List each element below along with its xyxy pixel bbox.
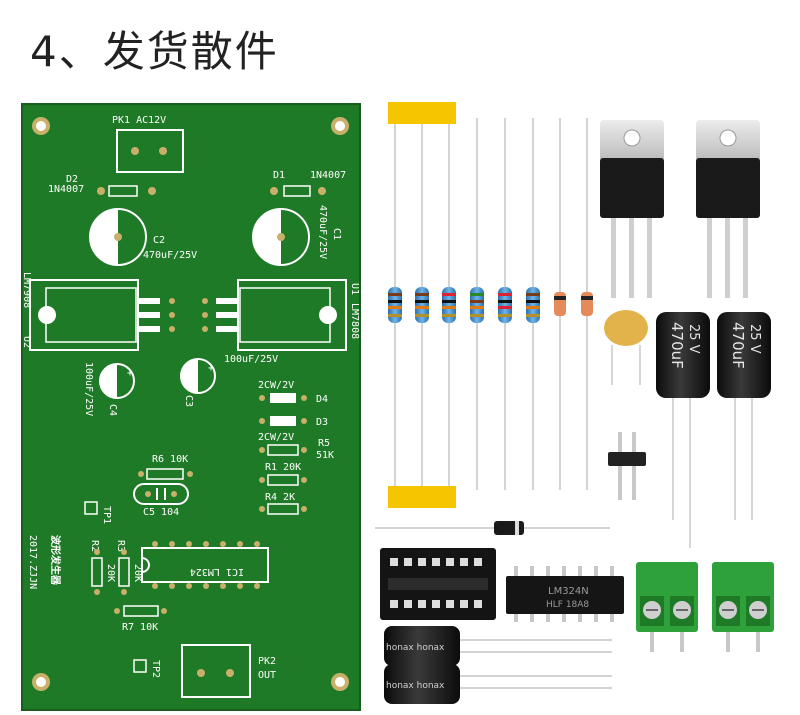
svg-text:R3: R3 [115, 540, 126, 552]
lm324-chip: LM324N HLF 18A8 [506, 566, 624, 622]
ceramic-capacitor [604, 310, 648, 385]
r6-footprint: R6 10K [138, 454, 193, 480]
electrolytic-capacitor-small-2: honax honax [384, 664, 612, 704]
board-year-text: 2017.ZJJN [27, 535, 38, 589]
pk2-footprint: PK2 OUT [181, 644, 276, 698]
r1-footprint: R1 20K [259, 462, 307, 486]
pcb-board: PK1 AC12V D2 1N4007 D1 1N4007 C2 470uF/2… [21, 103, 361, 711]
regulator-1 [600, 120, 664, 298]
svg-text:2CW/2V: 2CW/2V [258, 380, 294, 391]
svg-text:U1: U1 [349, 283, 360, 295]
svg-text:25 V: 25 V [686, 324, 701, 354]
u1-footprint: U1 LM7808 [202, 279, 360, 351]
pk1-label: PK1 AC12V [112, 115, 166, 126]
svg-text:HLF 18A8: HLF 18A8 [546, 600, 589, 610]
loose-diode [375, 521, 610, 535]
svg-text:R1 20K: R1 20K [265, 462, 301, 473]
svg-text:R2: R2 [89, 540, 100, 552]
svg-text:IC1 LM324: IC1 LM324 [190, 566, 244, 577]
c2-footprint: C2 470uF/25V [89, 208, 197, 266]
svg-text:R6 10K: R6 10K [152, 454, 188, 465]
page-title: 4、发货散件 [30, 27, 279, 76]
c3-footprint: + C3 [180, 358, 216, 407]
ic-socket [380, 548, 496, 620]
regulator-2 [696, 120, 760, 298]
r3-footprint: R3 20K [115, 540, 143, 595]
svg-text:LM7908: LM7908 [21, 272, 32, 308]
svg-text:470uF/25V: 470uF/25V [143, 250, 197, 261]
svg-text:R4 2K: R4 2K [265, 492, 295, 503]
tp1-footprint: TP1 [84, 501, 112, 524]
tp2-footprint: TP2 [133, 659, 161, 678]
svg-text:1N4007: 1N4007 [48, 184, 84, 195]
d1-footprint: D1 1N4007 [270, 170, 346, 197]
u2-footprint: LM7908 U2 [21, 272, 175, 351]
svg-text:honax honax: honax honax [386, 643, 445, 653]
svg-text:C5 104: C5 104 [143, 507, 179, 518]
svg-text:TP1: TP1 [101, 506, 112, 524]
svg-text:D1: D1 [273, 170, 285, 181]
svg-text:2CW/2V: 2CW/2V [258, 432, 294, 443]
pin-header [608, 432, 646, 500]
r7-footprint: R7 10K [114, 605, 167, 633]
svg-text:C1: C1 [331, 228, 342, 240]
svg-text:20K: 20K [132, 564, 143, 582]
svg-text:470uF: 470uF [729, 322, 747, 369]
pk1-footprint: PK1 AC12V [112, 115, 184, 173]
board-name-text: 波形发生器 [49, 535, 62, 586]
svg-text:1N4007: 1N4007 [310, 170, 346, 181]
svg-text:C3: C3 [183, 395, 194, 407]
svg-text:PK2: PK2 [258, 656, 276, 667]
d4-footprint: 2CW/2V D4 [258, 380, 328, 405]
screw-terminal-1 [636, 562, 698, 652]
c1-footprint: 470uF/25V C1 [252, 205, 342, 266]
svg-text:D3: D3 [316, 417, 328, 428]
tape-bottom [388, 486, 456, 508]
electrolytic-capacitor-large-1: 470uF 25 V [656, 312, 710, 548]
r5-footprint: R5 51K [259, 438, 334, 461]
d2-footprint: D2 1N4007 [48, 174, 156, 197]
svg-text:C4: C4 [107, 404, 118, 416]
svg-text:LM324N: LM324N [548, 586, 589, 597]
resistor-bodies [388, 287, 593, 323]
electrolytic-capacitor-small-1: honax honax [384, 626, 612, 666]
svg-text:R5: R5 [318, 438, 330, 449]
svg-text:D4: D4 [316, 394, 328, 405]
svg-text:LM7808: LM7808 [349, 303, 360, 339]
svg-text:470uF: 470uF [668, 322, 686, 369]
r4-footprint: R4 2K [259, 492, 307, 515]
c4-footprint: + 100uF/25V C4 [83, 362, 135, 416]
svg-text:D2: D2 [66, 174, 78, 185]
svg-text:25 V: 25 V [747, 324, 762, 354]
svg-text:C2: C2 [153, 235, 165, 246]
svg-text:20K: 20K [105, 564, 116, 582]
tape-top [388, 102, 456, 124]
svg-text:R7 10K: R7 10K [122, 622, 158, 633]
svg-text:TP2: TP2 [150, 660, 161, 678]
svg-text:51K: 51K [316, 450, 334, 461]
svg-text:honax honax: honax honax [386, 681, 445, 691]
svg-text:470uF/25V: 470uF/25V [317, 205, 328, 259]
r2-footprint: R2 20K [89, 540, 116, 595]
electrolytic-capacitor-large-2: 470uF 25 V [717, 312, 771, 520]
svg-text:+: + [208, 363, 214, 374]
c5-footprint: C5 104 [133, 483, 189, 518]
svg-text:OUT: OUT [258, 670, 276, 681]
ic1-footprint: IC1 LM324 [141, 541, 269, 589]
mounting-holes [32, 117, 349, 691]
svg-text:100uF/25V: 100uF/25V [83, 362, 94, 416]
c-mid-value: 100uF/25V [224, 354, 278, 365]
svg-text:U2: U2 [21, 336, 32, 348]
d3-footprint: D3 2CW/2V [258, 416, 328, 443]
screw-terminal-2 [712, 562, 774, 652]
svg-text:+: + [127, 368, 133, 379]
